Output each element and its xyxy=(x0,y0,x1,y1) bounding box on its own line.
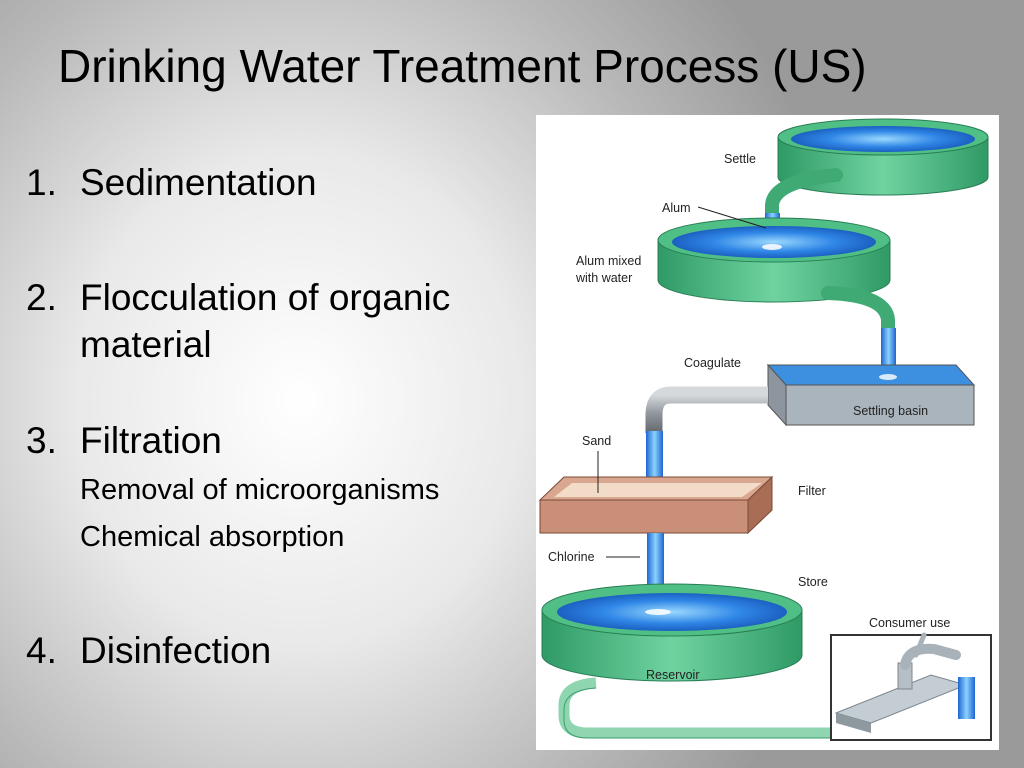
label-store: Store xyxy=(798,575,828,589)
label-settling-basin: Settling basin xyxy=(853,404,928,418)
treatment-diagram: Settle Alum Alum mixed with water Coagul… xyxy=(536,115,999,750)
label-consumer-use: Consumer use xyxy=(869,616,950,630)
step-text: Filtration xyxy=(80,420,222,461)
alum-pipe xyxy=(821,286,895,337)
label-reservoir: Reservoir xyxy=(646,668,700,682)
coagulate-pipe xyxy=(645,386,768,433)
treatment-diagram-svg: Settle Alum Alum mixed with water Coagul… xyxy=(538,118,992,741)
step-text: Sedimentation xyxy=(80,162,317,203)
step-text: material xyxy=(80,324,212,365)
step-number: 3. xyxy=(26,420,57,461)
label-sand: Sand xyxy=(582,434,611,448)
label-settle: Settle xyxy=(724,152,756,166)
consumer-box xyxy=(830,632,992,741)
alum-mixing-tank xyxy=(657,217,891,303)
label-filter: Filter xyxy=(798,484,826,498)
step-number: 2. xyxy=(26,277,57,318)
label-alum-mixed-line2: with water xyxy=(575,271,632,285)
slide-title: Drinking Water Treatment Process (US) xyxy=(58,40,867,92)
reservoir-tank xyxy=(541,583,803,682)
step-text: Disinfection xyxy=(80,630,272,671)
step-text: Flocculation of organic xyxy=(80,277,451,318)
alum-leader-line xyxy=(697,206,767,229)
faucet-stream xyxy=(958,677,975,719)
settle-pipe xyxy=(765,168,843,222)
label-alum-mixed: Alum mixed xyxy=(576,254,641,268)
step-number: 4. xyxy=(26,630,57,671)
label-coagulate: Coagulate xyxy=(684,356,741,370)
supply-pipe xyxy=(558,677,848,739)
settling-basin xyxy=(766,363,976,427)
step-3-subitem: Chemical absorption xyxy=(80,521,345,553)
step-number: 1. xyxy=(26,162,57,203)
sand-filter xyxy=(538,475,774,535)
label-alum: Alum xyxy=(662,201,690,215)
label-chlorine: Chlorine xyxy=(548,550,595,564)
step-3-subitem: Removal of microorganisms xyxy=(80,474,440,506)
